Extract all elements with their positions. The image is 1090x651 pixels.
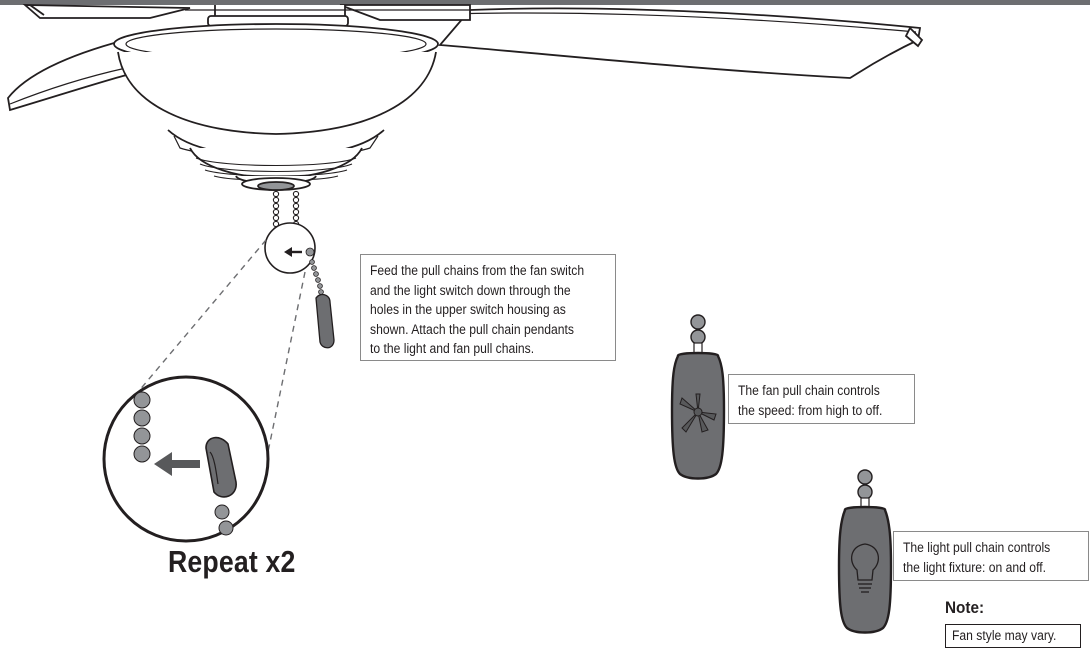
fan-blade-left <box>7 38 132 112</box>
pendant-chain <box>309 259 324 295</box>
feed-chains-line-5: to the light and fan pull chains. <box>370 341 535 356</box>
repeat-label: Repeat x2 <box>168 544 296 579</box>
fan-blade-back <box>22 4 471 21</box>
light-chain-line-2: the light fixture: on and off. <box>903 559 1046 575</box>
fan-blade-right <box>438 7 924 79</box>
note-title: Note: <box>945 598 985 617</box>
feed-chains-line-4: shown. Attach the pull chain pendants <box>370 321 575 337</box>
projection-lines <box>137 239 306 453</box>
light-chain-callout: The light pull chain controls the light … <box>893 531 1089 581</box>
feed-chains-line-3: holes in the upper switch housing as <box>370 302 566 317</box>
note-text: Fan style may vary. <box>952 628 1057 643</box>
small-pendant <box>315 293 335 349</box>
feed-chains-line-1: Feed the pull chains from the fan switch <box>370 263 585 278</box>
fan-chain-line-1: The fan pull chain controls <box>738 383 880 398</box>
detail-circle-small <box>264 222 316 274</box>
feed-chains-line-2: and the light switch down through the <box>370 282 571 298</box>
note-box: Fan style may vary. <box>945 624 1081 648</box>
light-kit-bowl <box>113 23 439 191</box>
detail-circle-large <box>102 375 270 543</box>
light-chain-line-1: The light pull chain controls <box>903 540 1051 555</box>
fan-chain-callout: The fan pull chain controls the speed: f… <box>728 374 915 424</box>
feed-chains-instruction: Feed the pull chains from the fan switch… <box>360 254 616 361</box>
light-pendant <box>837 469 893 634</box>
header-bar <box>0 0 1090 5</box>
fan-chain-line-2: the speed: from high to off. <box>738 402 883 418</box>
fan-pendant <box>670 314 726 480</box>
